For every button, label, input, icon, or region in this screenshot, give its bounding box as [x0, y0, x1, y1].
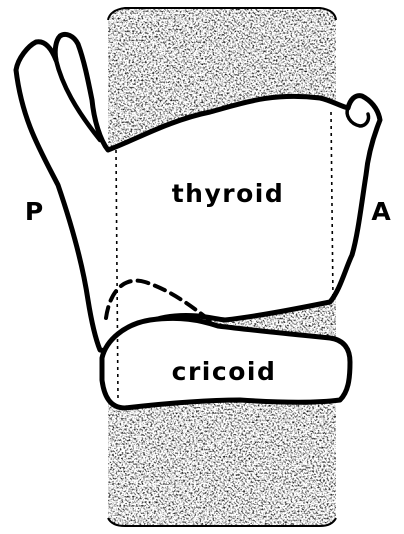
posterior-label: P — [25, 197, 43, 226]
anterior-label: A — [371, 197, 391, 226]
thyroid-label: thyroid — [172, 179, 285, 208]
cricoid-label: cricoid — [172, 357, 277, 386]
